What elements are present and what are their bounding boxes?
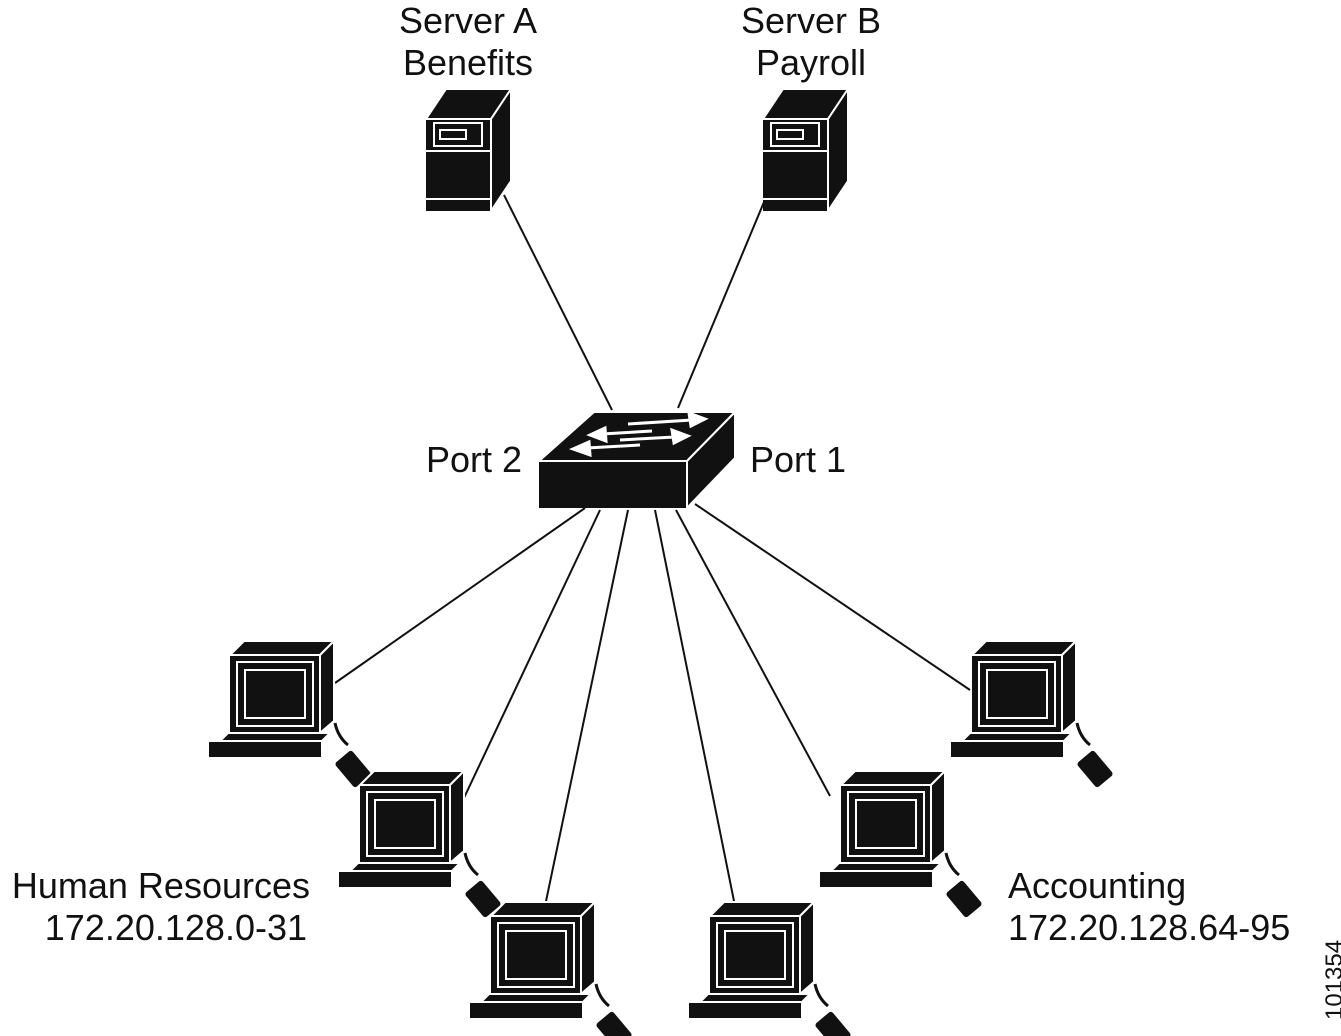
link-pc-4 xyxy=(654,509,736,907)
server-b-icon xyxy=(762,88,849,212)
figure-id: 101354 xyxy=(1321,939,1341,1020)
workstation-icon xyxy=(467,900,635,1036)
switch-icon xyxy=(536,409,738,511)
server-b-role: Payroll xyxy=(755,42,867,83)
accounting-group-name: Accounting xyxy=(1008,865,1187,906)
link-server-b xyxy=(677,201,765,409)
workstation-icon xyxy=(206,639,374,790)
link-pc-6 xyxy=(694,503,971,691)
workstation-icon xyxy=(948,639,1116,790)
workstation-icon xyxy=(817,769,985,920)
link-pc-1 xyxy=(334,507,586,684)
switch-arrows-icon xyxy=(568,410,709,458)
server-a-name: Server A xyxy=(398,0,538,41)
hr-group-range: 172.20.128.0-31 xyxy=(44,907,307,948)
link-pc-3 xyxy=(544,509,629,907)
accounting-group-range: 172.20.128.64-95 xyxy=(1008,907,1291,948)
port-1-label: Port 1 xyxy=(750,439,847,480)
link-pc-2 xyxy=(462,509,601,801)
server-a-role: Benefits xyxy=(402,42,534,83)
link-pc-5 xyxy=(675,509,831,797)
port-2-label: Port 2 xyxy=(426,439,523,480)
server-b-name: Server B xyxy=(740,0,882,41)
hr-group-name: Human Resources xyxy=(11,865,310,906)
workstation-icon xyxy=(686,900,854,1036)
server-a-icon xyxy=(425,88,512,212)
workstation-icon xyxy=(336,769,504,920)
link-server-a xyxy=(503,194,613,411)
connection-lines xyxy=(334,194,971,907)
